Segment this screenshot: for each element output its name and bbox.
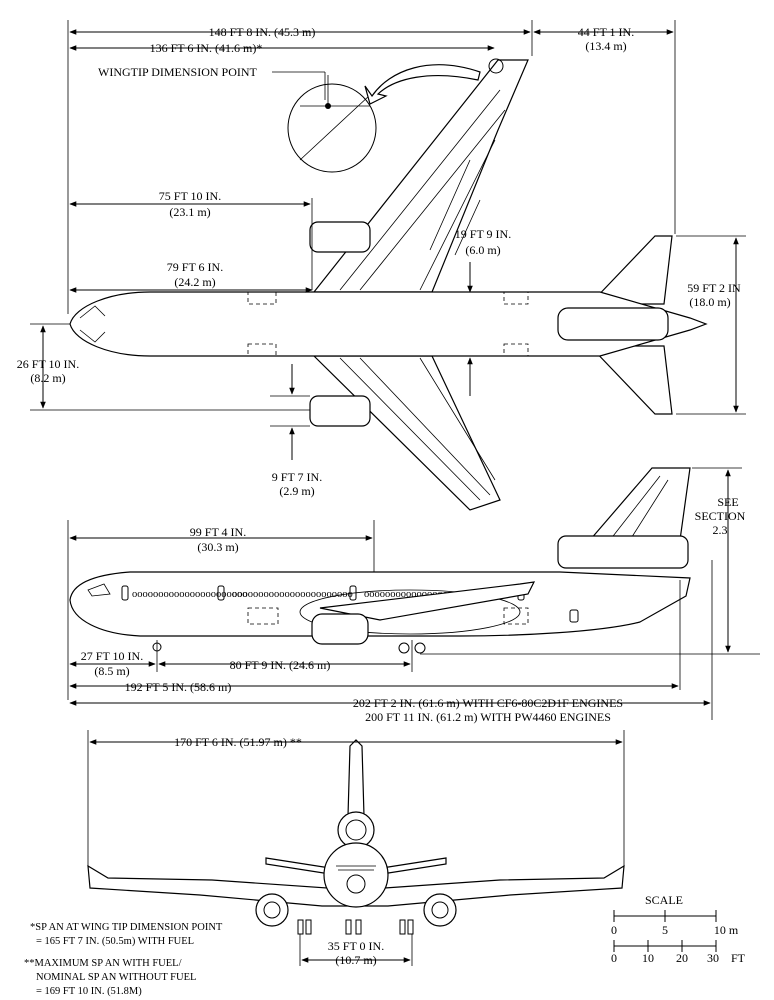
see-section-2: SECTION <box>695 509 746 523</box>
note-1-line-2: = 165 FT 7 IN. (50.5m) WITH FUEL <box>36 936 194 947</box>
scale-ft-20: 20 <box>676 951 688 965</box>
note-2-line-1: **MAXIMUM SP AN WITH FUEL/ <box>24 958 182 969</box>
tail-engine-plan <box>557 307 669 341</box>
wheelbase-label: 80 FT 9 IN. (24.6 m) <box>230 658 331 672</box>
front-left-engine <box>255 893 289 927</box>
door-dim-ft: 99 FT 4 IN. <box>190 525 246 539</box>
lower-stabilizer <box>588 345 673 415</box>
tail-length-label: 192 FT 5 IN. (58.6 m) <box>125 680 232 694</box>
scale-ft-0: 0 <box>611 951 617 965</box>
detail-callout-arrow <box>364 64 481 105</box>
overall-length-cf6: 202 FT 2 IN. (61.6 m) WITH CF6-80C2D1F E… <box>353 696 623 710</box>
engine-width-ft: 9 FT 7 IN. <box>272 470 322 484</box>
front-wing <box>87 864 625 907</box>
overall-length-pw: 200 FT 11 IN. (61.2 m) WITH PW4460 ENGIN… <box>365 710 611 724</box>
main-gear-2 <box>414 642 426 654</box>
wing-engine-side <box>311 613 369 645</box>
wing-root-m: (24.2 m) <box>174 275 215 289</box>
wingtip-point-label: WINGTIP DIMENSION POINT <box>98 65 258 79</box>
see-section-3: 2.3 <box>713 523 728 537</box>
lower-engine <box>309 395 371 427</box>
nose-gear-m: (8.5 m) <box>94 664 129 678</box>
see-section-1: SEE <box>717 495 738 509</box>
stabilizer-span-m: (18.0 m) <box>689 295 730 309</box>
scale-bar <box>613 910 717 952</box>
gear-track-m: (10.7 m) <box>335 953 376 967</box>
gear-track-ft: 35 FT 0 IN. <box>328 939 384 953</box>
front-right-engine <box>423 893 457 927</box>
scale-ft-10: 10 <box>642 951 654 965</box>
note-2-line-2: NOMINAL SP AN WITHOUT FUEL <box>36 972 196 983</box>
svg-text:oooooooooooooooooooooo: oooooooooooooooooooooo <box>132 589 248 600</box>
front-view <box>87 730 625 966</box>
stabilizer-span-ft: 59 FT 2 IN <box>687 281 741 295</box>
door-dim-m: (30.3 m) <box>197 540 238 554</box>
wing-offset-ft: 19 FT 9 IN. <box>455 227 511 241</box>
vertical-tail <box>588 467 691 541</box>
note-2-line-3: = 169 FT 10 IN. (51.8M) <box>36 986 142 997</box>
engine-wing-ft: 75 FT 10 IN. <box>159 189 221 203</box>
scale-ft-30: 30 <box>707 951 719 965</box>
tail-offset-ft: 44 FT 1 IN. <box>578 25 634 39</box>
lower-wing <box>312 355 501 511</box>
wingtip-detail-circle <box>287 83 377 173</box>
engine-width-m: (2.9 m) <box>279 484 314 498</box>
upper-engine <box>309 221 371 253</box>
scale-m-10: 10 m <box>714 923 739 937</box>
span-to-point-label: 136 FT 6 IN. (41.6 m)* <box>150 41 263 55</box>
tail-engine-side <box>557 535 689 569</box>
top-view <box>30 20 746 511</box>
max-span-label: 170 FT 6 IN. (51.97 m) ** <box>174 735 302 749</box>
scale-m-5: 5 <box>662 923 668 937</box>
scale-title: SCALE <box>645 893 683 907</box>
note-1-line-1: *SP AN AT WING TIP DIMENSION POINT <box>30 922 223 933</box>
wing-root-ft: 79 FT 6 IN. <box>167 260 223 274</box>
engine-wing-m: (23.1 m) <box>169 205 210 219</box>
side-view: oooooooooooooooooooooo ooooooooooooooooo… <box>67 467 760 720</box>
svg-text:ooooooooooooooooooooooo: ooooooooooooooooooooooo <box>232 589 353 600</box>
overall-span-label: 148 FT 8 IN. (45.3 m) <box>209 25 316 39</box>
wing-side <box>299 589 521 635</box>
front-fin <box>347 739 365 817</box>
scale-ft-unit: FT <box>731 951 746 965</box>
fuselage-width-m: (8.2 m) <box>30 371 65 385</box>
fuselage-plan <box>69 291 708 357</box>
wing-offset-m: (6.0 m) <box>465 243 500 257</box>
main-gear-1 <box>398 642 410 654</box>
fuselage-width-ft: 26 FT 10 IN. <box>17 357 79 371</box>
nose-gear-ft: 27 FT 10 IN. <box>81 649 143 663</box>
scale-m-0: 0 <box>611 923 617 937</box>
tail-offset-m: (13.4 m) <box>585 39 626 53</box>
